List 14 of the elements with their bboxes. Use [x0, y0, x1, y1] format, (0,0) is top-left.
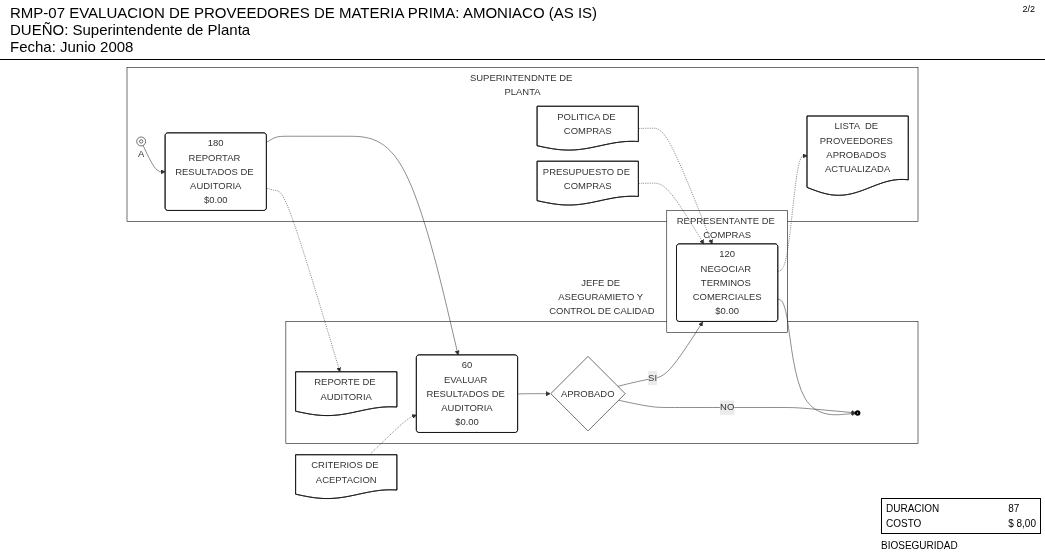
- edge-label: NO: [720, 401, 735, 413]
- page-number: 2/2: [1022, 4, 1035, 14]
- header-line: Fecha: Junio 2008: [10, 38, 135, 55]
- node-label: A: [138, 147, 145, 159]
- table-cell-text: COSTO: [886, 518, 923, 529]
- table-cell-text: 87: [1008, 503, 1021, 514]
- table-cell: $ 8,00: [1008, 518, 1036, 529]
- note-text: BIOSEGURIDAD: [881, 540, 958, 551]
- node-diamond: APROBADO: [550, 355, 626, 431]
- table-cell-text: DURACION: [886, 503, 941, 514]
- edge-label: SI: [648, 371, 658, 383]
- header-line: DUEÑO: Superintendente de Planta: [10, 21, 252, 38]
- diagram-title: RMP-07 EVALUACION DE PROVEEDORES DE MATERIA PRIMA: AMONIACO (AS IS): [10, 4, 598, 21]
- node-circle: [854, 409, 861, 416]
